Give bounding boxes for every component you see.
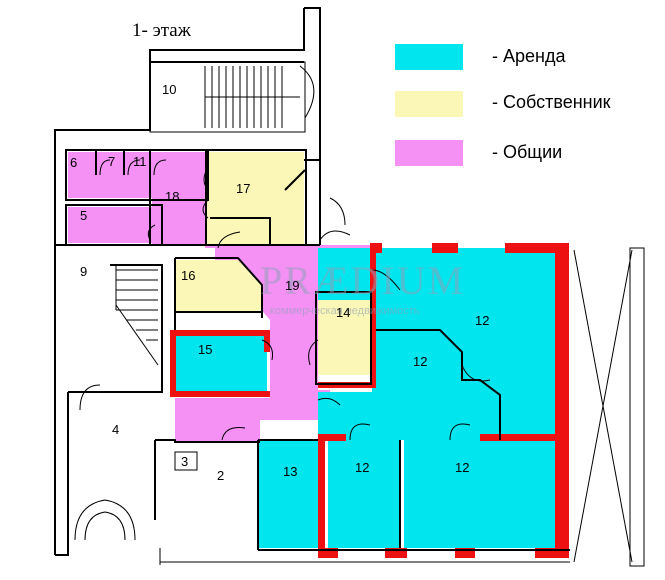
- room-label-19: 19: [285, 278, 299, 293]
- zone-room-16: [175, 260, 262, 312]
- room-labels: 10 6 7 11 18 17 5 9 16 19 14 12 12 15 4 …: [70, 82, 489, 483]
- zone-room-12-right: [404, 440, 556, 548]
- room-label-17: 17: [236, 181, 250, 196]
- floor-title: 1- этаж: [132, 20, 192, 41]
- legend-swatch-common: [395, 140, 463, 166]
- doors: [74, 159, 491, 541]
- room-label-9: 9: [80, 264, 87, 279]
- room-label-11: 11: [133, 154, 147, 169]
- legend-label-common: - Общии: [492, 142, 562, 162]
- room-label-6: 6: [70, 155, 77, 170]
- legend-label-owner: - Собственник: [492, 92, 611, 112]
- zone-room-13: [258, 440, 320, 548]
- room-label-12-top: 12: [475, 313, 489, 328]
- room-label-14: 14: [336, 305, 350, 320]
- zone-room-17: [206, 152, 304, 244]
- room-label-2: 2: [217, 468, 224, 483]
- zone-room-12-small: [328, 440, 400, 548]
- room-label-7: 7: [108, 154, 115, 169]
- watermark-tagline: коммерческая недвижимость: [270, 305, 420, 317]
- zone-room-14: [318, 293, 370, 375]
- legend-swatch-rent: [395, 44, 463, 70]
- room-label-16: 16: [181, 268, 195, 283]
- room-label-3: 3: [181, 454, 188, 469]
- owner-zone: [175, 152, 370, 375]
- room-label-18: 18: [165, 189, 179, 204]
- legend-label-rent: - Аренда: [492, 46, 566, 66]
- room-label-12-middle: 12: [413, 354, 427, 369]
- zone-room-18: [152, 152, 208, 245]
- legend-swatch-owner: [395, 91, 463, 117]
- room-label-13: 13: [283, 464, 297, 479]
- watermark-brand: PRÆDIUM: [260, 258, 465, 303]
- zone-room-15: [175, 334, 267, 392]
- zone-room-5: [68, 207, 160, 243]
- room-label-4: 4: [112, 422, 119, 437]
- room-label-15: 15: [198, 342, 212, 357]
- room-label-12-small: 12: [355, 460, 369, 475]
- room-label-5: 5: [80, 208, 87, 223]
- watermark: PRÆDIUM коммерческая недвижимость: [260, 258, 465, 317]
- room-label-12-right: 12: [455, 460, 469, 475]
- walls: [54, 7, 645, 567]
- room-label-10: 10: [162, 82, 176, 97]
- legend: - Аренда - Собственник - Общии: [395, 44, 611, 166]
- bearing-walls: [170, 243, 569, 558]
